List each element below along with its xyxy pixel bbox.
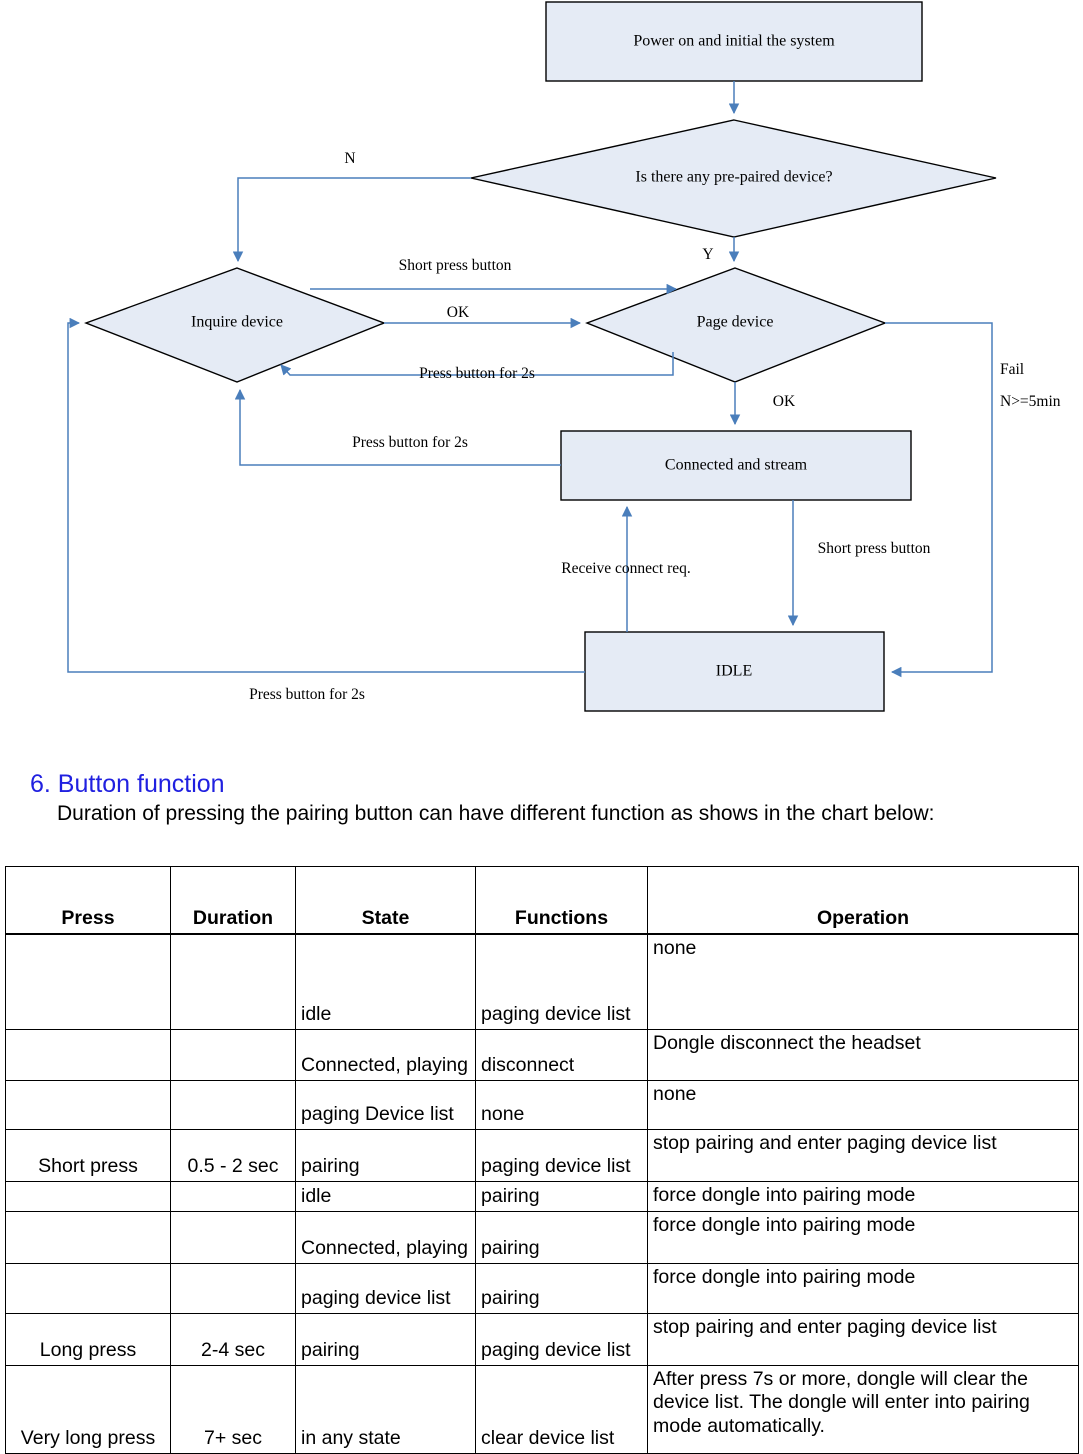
cell-state: paging Device list <box>295 1079 476 1130</box>
cell-operation: force dongle into pairing mode <box>647 1262 1079 1314</box>
column-header-press: Press <box>5 866 171 935</box>
edge-prepaired-no-to-inquire <box>232 177 471 263</box>
edge-label-press2s-connected-inquire: Press button for 2s <box>352 434 468 451</box>
node-power-on: Power on and initial the system <box>545 1 923 82</box>
cell-duration <box>170 1079 296 1130</box>
cell-functions: paging device list <box>475 1312 648 1366</box>
cell-operation: Dongle disconnect the headset <box>647 1028 1079 1081</box>
flowchart-svg: Power on and initial the system Is there… <box>67 1 1061 712</box>
cell-duration: 0.5 - 2 sec <box>170 1128 296 1182</box>
cell-duration <box>170 1180 296 1212</box>
node-page-device-decision: Page device <box>585 267 887 383</box>
cell-press <box>5 1180 171 1212</box>
edge-label-press2s-page-inquire: Press button for 2s <box>419 365 535 382</box>
cell-state: pairing <box>295 1312 476 1366</box>
cell-state: idle <box>295 933 476 1030</box>
edge-label-no: N <box>344 150 355 167</box>
edge-label-fail: Fail <box>1000 361 1024 378</box>
cell-press <box>5 933 171 1030</box>
cell-functions: pairing <box>475 1262 648 1314</box>
cell-press: Long press <box>5 1312 171 1366</box>
cell-state: Connected, playing <box>295 1028 476 1081</box>
cell-press <box>5 1079 171 1130</box>
cell-duration <box>170 933 296 1030</box>
cell-state: pairing <box>295 1128 476 1182</box>
column-header-functions: Functions <box>475 866 648 935</box>
cell-functions: disconnect <box>475 1028 648 1081</box>
node-label-inquire-device: Inquire device <box>191 314 283 331</box>
edge-label-press2s-idle-inquire: Press button for 2s <box>249 686 365 703</box>
node-idle: IDLE <box>584 631 885 712</box>
edge-label-receive-connect-req: Receive connect req. <box>561 560 691 577</box>
cell-state: idle <box>295 1180 476 1212</box>
cell-duration: 2-4 sec <box>170 1312 296 1366</box>
cell-duration: 7+ sec <box>170 1364 296 1454</box>
node-label-page-device: Page device <box>697 314 774 331</box>
cell-press <box>5 1210 171 1264</box>
edge-connected-to-inquire-press2s <box>234 388 561 466</box>
node-label-power-on: Power on and initial the system <box>633 33 835 50</box>
cell-functions: paging device list <box>475 933 648 1030</box>
page-title: 6. Button function <box>30 770 225 798</box>
cell-press <box>5 1028 171 1081</box>
cell-press: Short press <box>5 1128 171 1182</box>
node-label-idle: IDLE <box>716 663 752 680</box>
edge-label-fail-timeout: N>=5min <box>1000 393 1061 410</box>
edge-label-short-press-top: Short press button <box>399 257 512 274</box>
section-button-function: 6. Button function Duration of pressing … <box>0 770 1083 827</box>
cell-functions: pairing <box>475 1180 648 1212</box>
edge-label-yes: Y <box>702 246 713 263</box>
cell-operation: none <box>647 933 1079 1030</box>
cell-functions: pairing <box>475 1210 648 1264</box>
node-connected-and-stream: Connected and stream <box>560 430 912 501</box>
edge-page-to-inquire-press2s <box>280 352 674 376</box>
column-header-state: State <box>295 866 476 935</box>
cell-duration <box>170 1210 296 1264</box>
node-pre-paired-decision: Is there any pre-paired device? <box>470 119 997 238</box>
cell-state: in any state <box>295 1364 476 1454</box>
edge-label-ok-inquire-page: OK <box>447 304 470 321</box>
cell-operation: stop pairing and enter paging device lis… <box>647 1312 1079 1366</box>
node-inquire-device-decision: Inquire device <box>84 267 386 383</box>
cell-operation: stop pairing and enter paging device lis… <box>647 1128 1079 1182</box>
cell-press <box>5 1262 171 1314</box>
flowchart-diagram: Power on and initial the system Is there… <box>67 1 1061 712</box>
edge-label-short-press-connected-idle: Short press button <box>818 540 931 557</box>
edge-idle-to-inquire-press2s <box>67 317 585 673</box>
cell-operation: After press 7s or more, dongle will clea… <box>647 1364 1079 1454</box>
column-header-operation: Operation <box>647 866 1079 935</box>
cell-press: Very long press <box>5 1364 171 1454</box>
node-label-pre-paired: Is there any pre-paired device? <box>635 169 832 186</box>
node-label-connected-and-stream: Connected and stream <box>665 457 808 474</box>
table-header-row: Press Duration State Functions Operation <box>5 866 1079 935</box>
cell-operation: none <box>647 1079 1079 1130</box>
edge-label-ok-page-connected: OK <box>773 393 796 410</box>
cell-functions: paging device list <box>475 1128 648 1182</box>
cell-state: Connected, playing <box>295 1210 476 1264</box>
cell-functions: clear device list <box>475 1364 648 1454</box>
cell-functions: none <box>475 1079 648 1130</box>
cell-duration <box>170 1028 296 1081</box>
cell-state: paging device list <box>295 1262 476 1314</box>
edge-page-to-idle-fail <box>885 322 993 678</box>
button-function-table: Press Duration State Functions Operation… <box>5 866 1079 1454</box>
column-header-duration: Duration <box>170 866 296 935</box>
cell-operation: force dongle into pairing mode <box>647 1210 1079 1264</box>
table-header: Press Duration State Functions Operation <box>5 866 1079 935</box>
section-description: Duration of pressing the pairing button … <box>57 802 935 825</box>
cell-operation: force dongle into pairing mode <box>647 1180 1079 1212</box>
cell-duration <box>170 1262 296 1314</box>
